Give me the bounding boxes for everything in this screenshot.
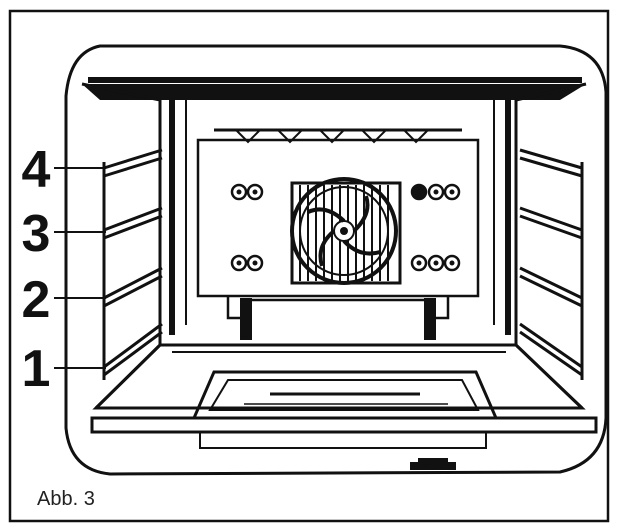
cavity-left-wall <box>81 82 162 410</box>
oven-ceiling <box>82 84 586 100</box>
rack-level-2-label: 2 <box>21 271 51 329</box>
front-lip <box>90 416 598 434</box>
left-rack-rails <box>102 148 163 380</box>
cavity-right-wall <box>514 82 587 410</box>
rack-level-1-label: 1 <box>21 340 51 398</box>
rack-level-3-label: 3 <box>21 205 51 263</box>
lower-bracket <box>226 296 450 320</box>
door-latch-icon <box>410 458 456 470</box>
oven-housing <box>64 44 608 476</box>
right-rack-rails <box>519 148 584 380</box>
figure-caption: Abb. 3 <box>37 488 95 510</box>
figure-frame <box>8 9 610 523</box>
fan-icon <box>290 177 402 285</box>
mounting-screws <box>230 183 461 272</box>
level-leader-lines <box>54 167 106 369</box>
oven-floor <box>92 343 586 410</box>
back-panel <box>196 138 480 298</box>
rack-level-4-label: 4 <box>21 141 51 199</box>
